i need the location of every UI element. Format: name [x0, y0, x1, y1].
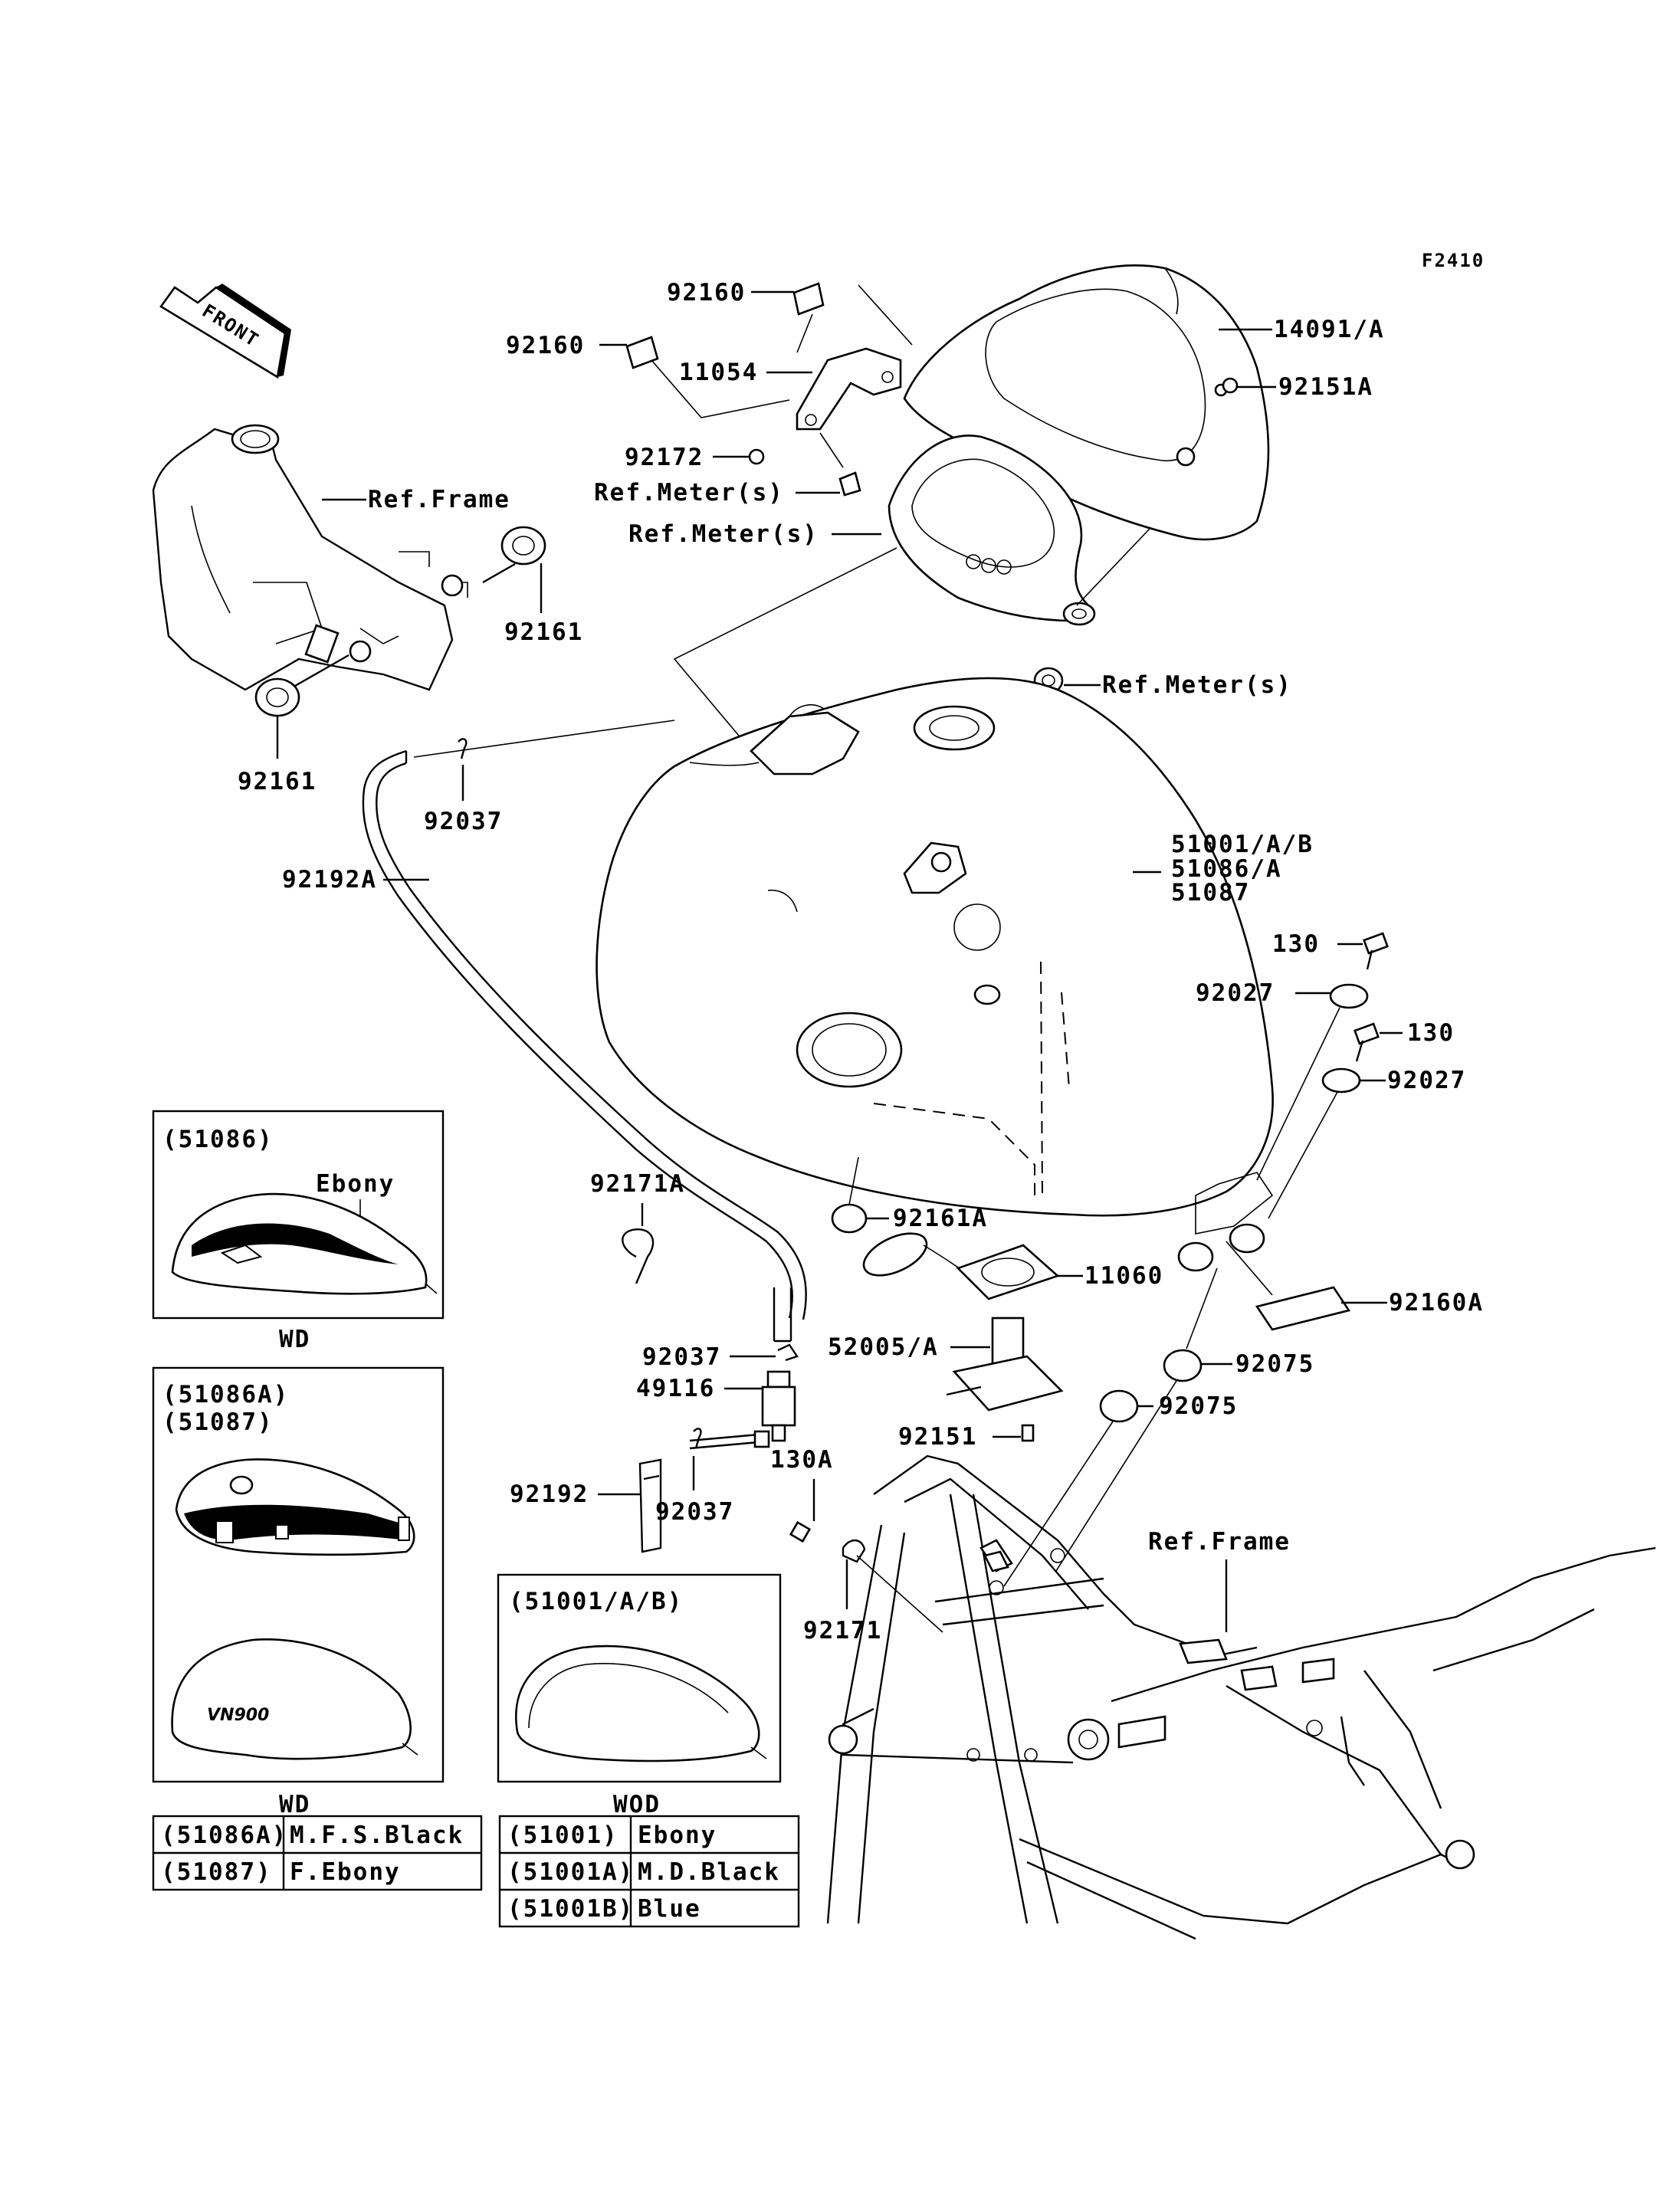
- clip-92037-mid: [777, 1343, 799, 1362]
- damper-92075-a: [1163, 1349, 1203, 1382]
- bolt-130-mid: [1354, 1022, 1380, 1062]
- color-left-code-1: (51087): [161, 1858, 272, 1886]
- color-right-name-1: M.D.Black: [638, 1858, 780, 1886]
- ref-meter-label-1: Ref.Meter(s): [594, 479, 784, 507]
- ref-frame-top-label: Ref.Frame: [368, 486, 510, 513]
- washer-92027-mid: [1321, 1067, 1361, 1094]
- color-right-code-1: (51001A): [507, 1858, 634, 1886]
- callout-92171: 92171: [803, 1617, 882, 1644]
- clip-92171A: [622, 1228, 655, 1284]
- inset-51086-caption: WD: [279, 1326, 310, 1353]
- clip-92037-low: [693, 1428, 702, 1449]
- tank-wd-top-drawing: [175, 1458, 415, 1556]
- callout-92027-top: 92027: [1196, 979, 1275, 1007]
- tank-callout-line1: 51001/A/B: [1171, 831, 1314, 858]
- fuel-tank: [596, 677, 1274, 1272]
- grommet-92161-bottom: [254, 677, 300, 717]
- callout-92027-mid: 92027: [1387, 1067, 1466, 1094]
- damper-92075-b: [1099, 1389, 1139, 1423]
- tank-wd-side-drawing: VN900: [171, 1638, 418, 1760]
- bracket-11054: [796, 347, 902, 431]
- tank-logo: VN900: [207, 1706, 269, 1725]
- front-arrow-icon: FRONT: [159, 284, 291, 379]
- callout-92171A: 92171A: [590, 1170, 685, 1198]
- callout-92161A: 92161A: [893, 1205, 988, 1232]
- hose-92192: [638, 1430, 770, 1553]
- tank-callout-line2: 51086/A: [1171, 855, 1282, 883]
- pad-92160A: [1255, 1286, 1351, 1331]
- callout-92037-mid: 92037: [642, 1343, 721, 1371]
- callout-11060: 11060: [1084, 1262, 1163, 1290]
- ref-meter-label-2: Ref.Meter(s): [628, 520, 819, 548]
- tank-wod-drawing: [515, 1644, 767, 1763]
- clip-92037-top: [458, 738, 468, 759]
- clip-92171: [842, 1539, 866, 1563]
- color-left-name-1: F.Ebony: [290, 1858, 401, 1886]
- callout-92151: 92151: [898, 1423, 977, 1451]
- callout-52005: 52005/A: [828, 1333, 939, 1361]
- color-left-code-0: (51086A): [161, 1822, 287, 1849]
- inset-51086A-title-1: (51086A): [162, 1381, 289, 1408]
- inset-51086-title: (51086): [162, 1126, 274, 1153]
- callout-14091: 14091/A: [1274, 316, 1385, 343]
- figure-code: F2410: [1422, 250, 1485, 271]
- callout-92037-top: 92037: [424, 808, 503, 835]
- inset-51001-caption: WOD: [613, 1791, 661, 1818]
- inset-51086A-caption: WD: [279, 1791, 310, 1818]
- hose-92192A: [362, 749, 807, 1343]
- frame-main-drawing: [826, 1454, 1656, 1940]
- bolt-130-top: [1363, 932, 1389, 970]
- tank-callout-line3: 51087: [1171, 879, 1250, 907]
- callout-92160-left: 92160: [506, 332, 585, 359]
- callout-92161-bottom: 92161: [238, 768, 317, 795]
- callout-92192: 92192: [510, 1481, 589, 1508]
- inset-box-51001: [497, 1573, 782, 1783]
- meter-assembly: [888, 434, 1096, 626]
- callout-130A: 130A: [770, 1446, 834, 1474]
- tank-ebony-drawing: [171, 1192, 438, 1295]
- bolt-130A: [789, 1520, 812, 1543]
- meter-cover-14091: [903, 264, 1270, 541]
- ref-meter-label-3: Ref.Meter(s): [1102, 671, 1292, 699]
- washer-92027-top: [1329, 983, 1369, 1009]
- callout-92160A: 92160A: [1389, 1289, 1484, 1317]
- color-table-right: (51001) Ebony (51001A) M.D.Black (51001B…: [498, 1815, 800, 1928]
- ref-frame-bottom-label: Ref.Frame: [1148, 1528, 1291, 1556]
- callout-92172: 92172: [625, 444, 704, 471]
- color-left-name-0: M.F.S.Black: [290, 1822, 464, 1849]
- inset-box-51086A: [152, 1366, 445, 1783]
- callout-130-top: 130: [1272, 930, 1320, 958]
- callout-92075-a: 92075: [1235, 1350, 1314, 1378]
- callout-11054: 11054: [679, 359, 758, 386]
- inset-box-51086: [152, 1110, 445, 1320]
- callout-92161-right: 92161: [504, 618, 583, 646]
- inset-51086A-title-2: (51087): [162, 1408, 274, 1436]
- grommet-92161-right: [500, 526, 546, 566]
- callout-92192A: 92192A: [282, 866, 377, 894]
- color-right-code-2: (51001B): [507, 1895, 634, 1923]
- color-right-name-2: Blue: [638, 1895, 701, 1923]
- fuel-pump-52005: [862, 1232, 1064, 1442]
- grommet-92161A: [831, 1203, 868, 1234]
- callout-92151A: 92151A: [1278, 373, 1373, 401]
- grommet-92160-left: [625, 336, 659, 369]
- callout-130-mid: 130: [1407, 1019, 1455, 1047]
- inset-51001-title: (51001/A/B): [509, 1588, 683, 1615]
- color-right-name-0: Ebony: [638, 1822, 717, 1849]
- frame-head-drawing: [152, 424, 468, 691]
- filter-49116: [761, 1370, 796, 1442]
- grommet-92160-top: [792, 282, 825, 316]
- callout-49116: 49116: [636, 1375, 715, 1402]
- callout-92160-top: 92160: [667, 279, 746, 307]
- callout-92037-low: 92037: [655, 1498, 734, 1526]
- inset-51086-color: Ebony: [316, 1170, 395, 1198]
- callout-92075-b: 92075: [1159, 1392, 1238, 1420]
- color-right-code-0: (51001): [507, 1822, 619, 1849]
- meter-grommet-small: [838, 471, 861, 497]
- color-table-left: (51086A) M.F.S.Black (51087) F.Ebony: [152, 1815, 483, 1891]
